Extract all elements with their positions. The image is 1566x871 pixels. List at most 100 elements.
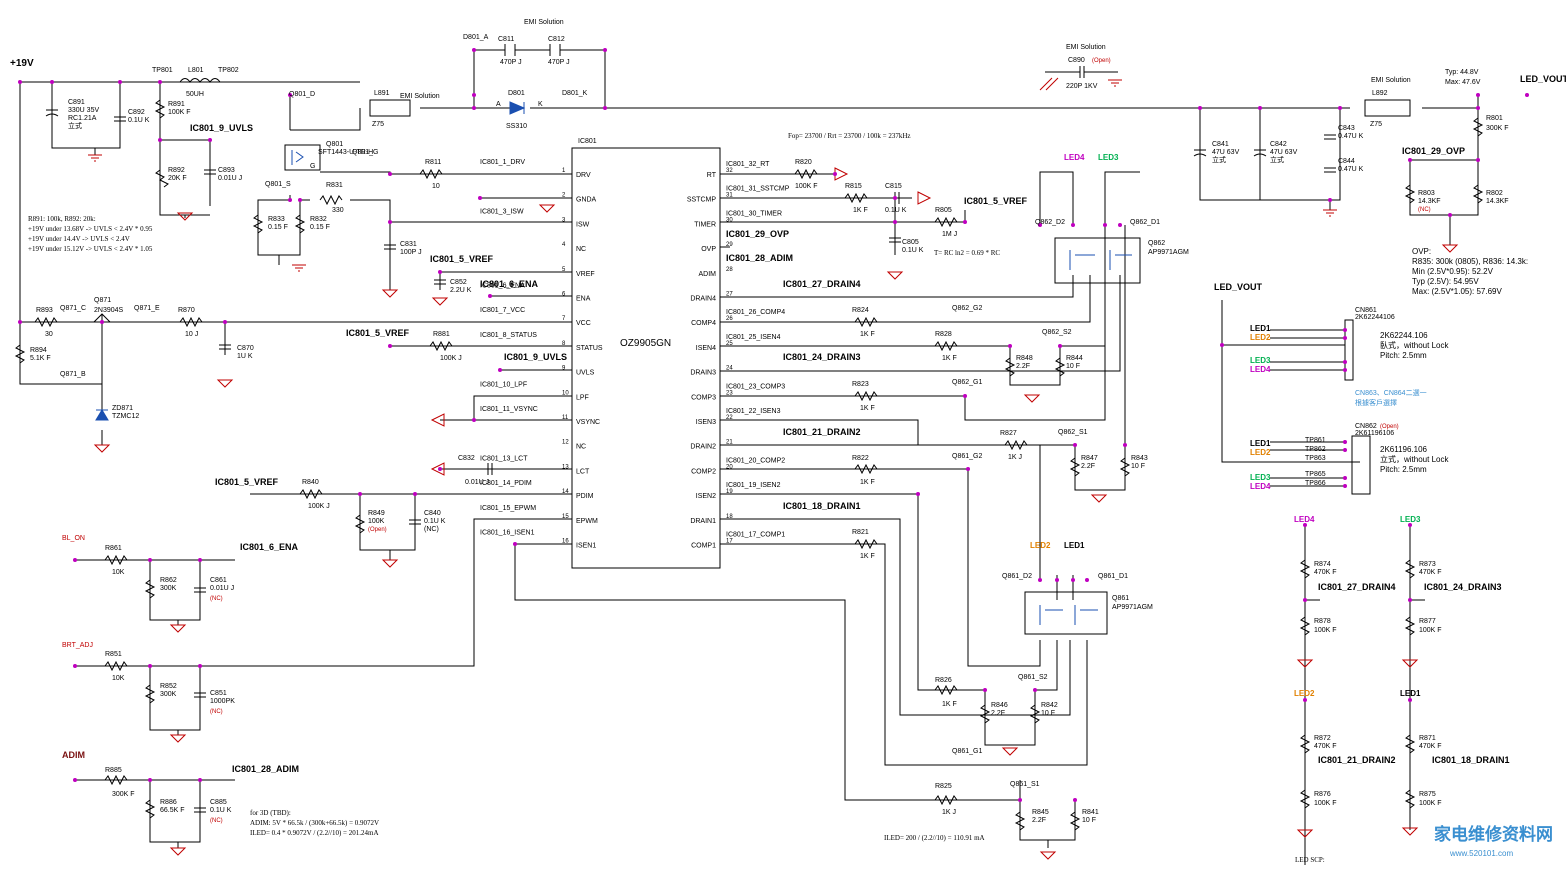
r886-value: 66.5K F [160, 807, 185, 814]
ic801-pin-num-8: 8 [562, 341, 566, 347]
junction-dot [208, 138, 212, 142]
cn861-led3: LED3 [1250, 356, 1271, 365]
junction-dot [1018, 798, 1022, 802]
r821-value: 1K F [860, 553, 875, 560]
tp801-label: TP801 [152, 67, 173, 74]
l891-label: L891 [374, 90, 390, 97]
adim-title: ADIM [62, 750, 85, 760]
c840-label: C840 [424, 510, 441, 517]
c815-value: 0.1U K [885, 207, 907, 214]
r833-value: 0.15 F [268, 224, 288, 231]
junction-dot [1058, 344, 1062, 348]
junction-dot [1328, 198, 1332, 202]
junction-dot [603, 106, 607, 110]
ic801-pin-num-22: 22 [726, 415, 733, 421]
ic801-pin-name-6: ENA [576, 296, 591, 303]
junction-dot [893, 220, 897, 224]
junction-dot [833, 172, 837, 176]
r845-label: R845 [1032, 809, 1049, 816]
c870-value: 1U K [237, 353, 253, 360]
cn861-led4: LED4 [1250, 365, 1271, 374]
net-ena-2: IC801_6_ENA [240, 542, 299, 552]
junction-dot [1258, 106, 1262, 110]
c812-sym [549, 44, 561, 56]
c832-sym [487, 463, 493, 475]
r822-label: R822 [852, 455, 869, 462]
r870-label: R870 [178, 307, 195, 314]
junction-dot [1073, 443, 1077, 447]
r872-value: 470K F [1314, 743, 1337, 750]
r824-label: R824 [852, 307, 869, 314]
r878-value: 100K F [1314, 627, 1337, 634]
junction-dot [388, 344, 392, 348]
junction-dot [1476, 93, 1480, 97]
junction-dot [603, 48, 607, 52]
brt-adj-label: BRT_ADJ [62, 642, 93, 649]
junction-dot [388, 220, 392, 224]
r849-label: R849 [368, 510, 385, 517]
c851-label: C851 [210, 690, 227, 697]
junction-dot [1343, 360, 1347, 364]
q862-part: AP9971AGM [1148, 249, 1189, 256]
q861-part: AP9971AGM [1112, 604, 1153, 611]
junction-dot [1008, 344, 1012, 348]
r841-label: R841 [1082, 809, 1099, 816]
junction-dot [1303, 598, 1307, 602]
c893-sym [204, 169, 216, 175]
watermark-url: www.520101.com [1449, 849, 1513, 858]
c843-sym [1324, 134, 1336, 140]
adim-note-1: for 3D (TBD): [250, 809, 291, 817]
q861d2-label: Q861_D2 [1002, 573, 1032, 580]
cn862-led3: LED3 [1250, 473, 1271, 482]
c805-label: C805 [902, 239, 919, 246]
c861-value: 0.01U J [210, 585, 234, 592]
ic801-pin-num-14: 14 [562, 489, 569, 495]
vout-typ: Typ: 44.8V [1445, 69, 1479, 76]
junction-dot [288, 93, 292, 97]
r845-value: 2.2F [1032, 817, 1046, 824]
r874-value: 470K F [1314, 569, 1337, 576]
l892-box [1364, 99, 1411, 117]
net-drain3: IC801_24_DRAIN3 [783, 352, 861, 362]
ic801-pin-name-15: EPWM [576, 518, 598, 525]
r876-label: R876 [1314, 791, 1331, 798]
junction-dot [73, 558, 77, 562]
scp-led2: LED2 [1294, 689, 1315, 698]
junction-dot [198, 664, 202, 668]
ic801-pin-name-12: NC [576, 444, 586, 451]
ic801-pin-num-26: 26 [726, 316, 733, 322]
ic801-pin-name-14: PDIM [576, 493, 594, 500]
c840-nc: (NC) [424, 526, 439, 533]
ic801-pin-name-19: ISEN2 [696, 493, 716, 500]
r801-label: R801 [1486, 115, 1503, 122]
c811-label: C811 [498, 36, 514, 43]
cn862-led1: LED1 [1250, 439, 1271, 448]
junction-dot [983, 688, 987, 692]
ic801-pin-num-18: 18 [726, 514, 733, 520]
ic801-pin-name-24: DRAIN3 [690, 370, 716, 377]
r840-label: R840 [302, 479, 319, 486]
c841-label: C841 [1212, 141, 1229, 148]
ic801-pin-name-4: NC [576, 246, 586, 253]
net-label-right-2: IC801_30_TIMER [726, 210, 782, 217]
r811-label: R811 [425, 159, 441, 166]
l892-value: Z75 [1370, 121, 1382, 128]
c841-mount: 立式 [1212, 155, 1226, 164]
r824-value: 1K F [860, 331, 875, 338]
c840-value: 0.1U K [424, 518, 446, 525]
c842-label: C842 [1270, 141, 1287, 148]
ic801-pin-name-17: COMP1 [691, 543, 716, 550]
net-drain1: IC801_18_DRAIN1 [783, 501, 861, 511]
junction-dot [1343, 484, 1347, 488]
ic801-pin-num-21: 21 [726, 440, 733, 446]
q862s2-label: Q862_S2 [1042, 329, 1072, 336]
tp861-label: TP861 [1305, 437, 1326, 444]
r873-value: 470K F [1419, 569, 1442, 576]
net-vref-3: IC801_5_VREF [215, 477, 279, 487]
ic801: IC801 OZ9905GN DRV1GNDA2ISW3NC4VREF5ENA6… [480, 138, 790, 569]
q801g-label: Q801_G [352, 149, 378, 156]
r805-label: R805 [935, 207, 952, 214]
c811-value: 470P J [500, 59, 522, 66]
junction-dot [1033, 688, 1037, 692]
net-drain2-b: IC801_21_DRAIN2 [1318, 755, 1396, 765]
